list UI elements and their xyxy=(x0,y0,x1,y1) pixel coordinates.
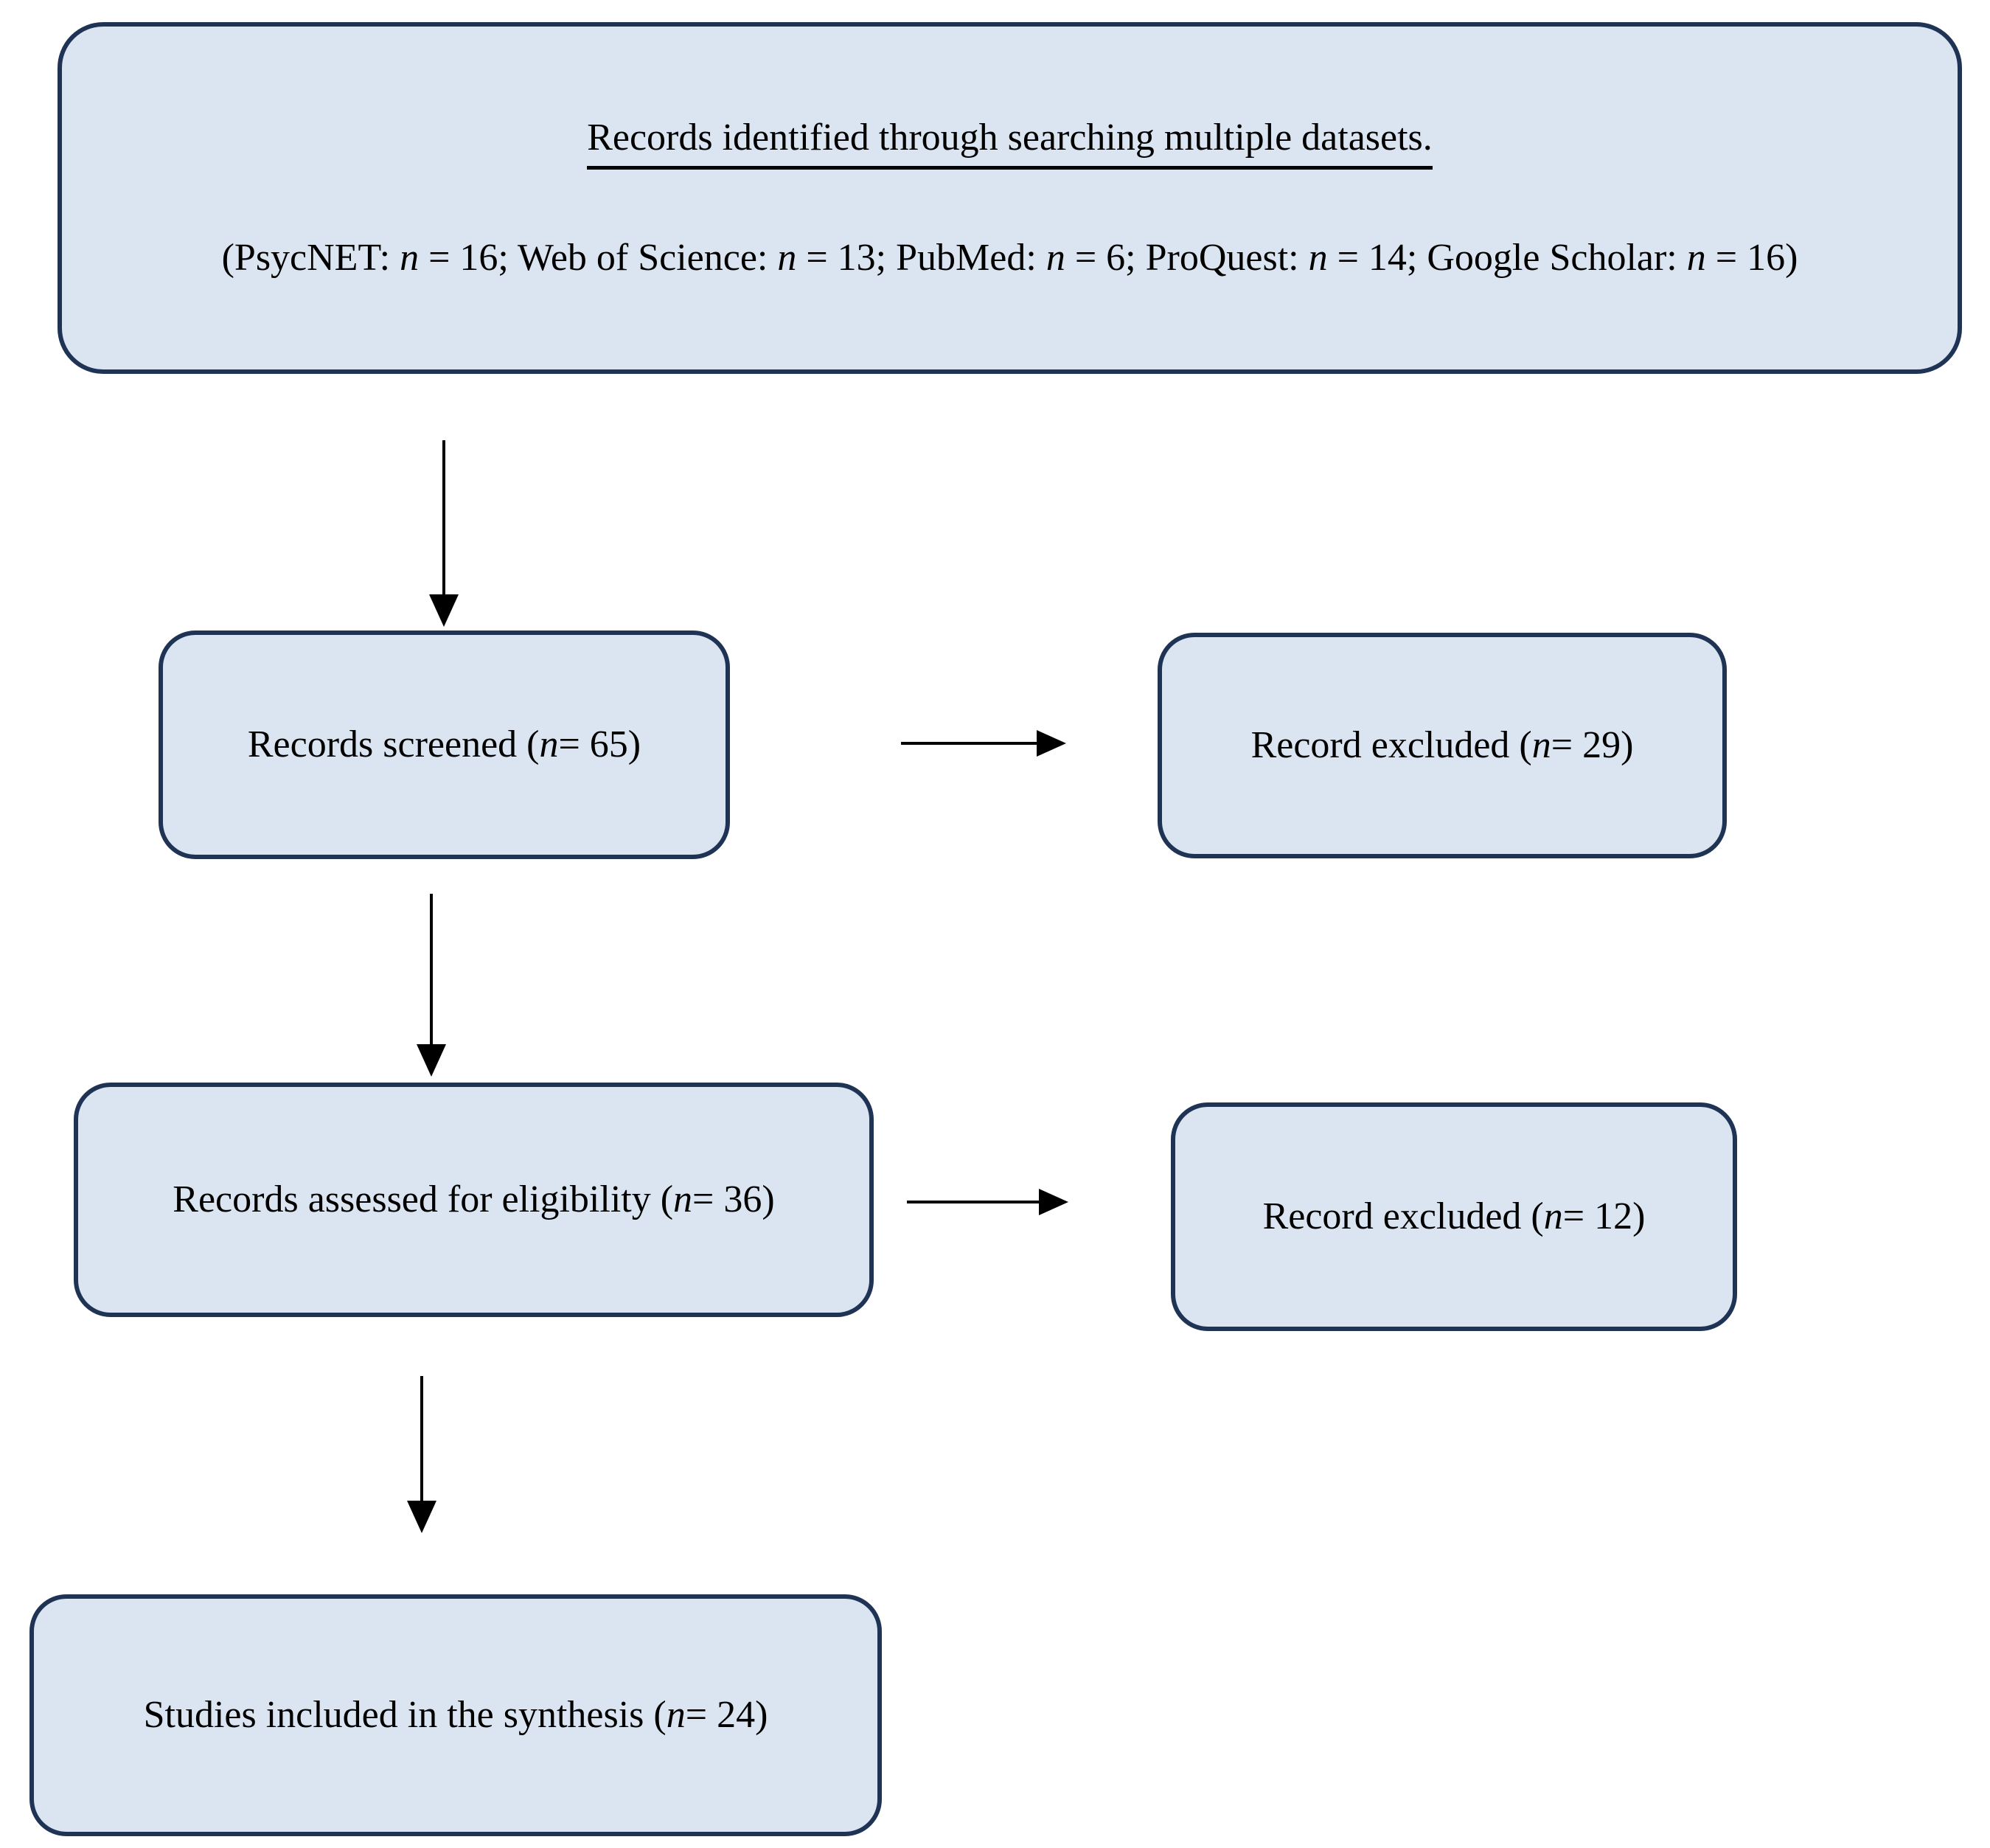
excluded-eligibility-label: Record excluded (n= 12) xyxy=(1262,1195,1646,1238)
down-arrowhead-icon xyxy=(417,1044,446,1077)
screened-label: Records screened (n= 65) xyxy=(247,723,641,766)
identification-box: Records identified through searching mul… xyxy=(58,22,1962,374)
down-arrowhead-icon xyxy=(407,1501,436,1533)
right-arrowhead-icon xyxy=(1039,1189,1068,1215)
eligibility-box: Records assessed for eligibility (n= 36) xyxy=(74,1083,874,1317)
right-arrowhead-icon xyxy=(1037,730,1066,757)
arrow-screened-to-eligibility-line xyxy=(430,894,433,1045)
included-box: Studies included in the synthesis (n= 24… xyxy=(29,1594,882,1836)
down-arrowhead-icon xyxy=(429,594,459,627)
excluded-screening-box: Record excluded (n= 29) xyxy=(1158,633,1727,858)
arrow-screened-to-excluded-line xyxy=(901,742,1037,745)
excluded-screening-label: Record excluded (n= 29) xyxy=(1250,724,1634,767)
eligibility-label: Records assessed for eligibility (n= 36) xyxy=(173,1178,775,1221)
identification-heading: Records identified through searching mul… xyxy=(587,116,1433,170)
included-label: Studies included in the synthesis (n= 24… xyxy=(143,1694,768,1737)
identification-sources: (PsycNET: n = 16; Web of Science: n = 13… xyxy=(221,237,1798,279)
excluded-eligibility-box: Record excluded (n= 12) xyxy=(1171,1102,1737,1331)
arrow-eligibility-to-included-line xyxy=(420,1376,423,1501)
arrow-eligibility-to-excluded-line xyxy=(907,1201,1040,1203)
arrow-identification-to-screened-line xyxy=(442,440,445,595)
screened-box: Records screened (n= 65) xyxy=(159,631,730,859)
